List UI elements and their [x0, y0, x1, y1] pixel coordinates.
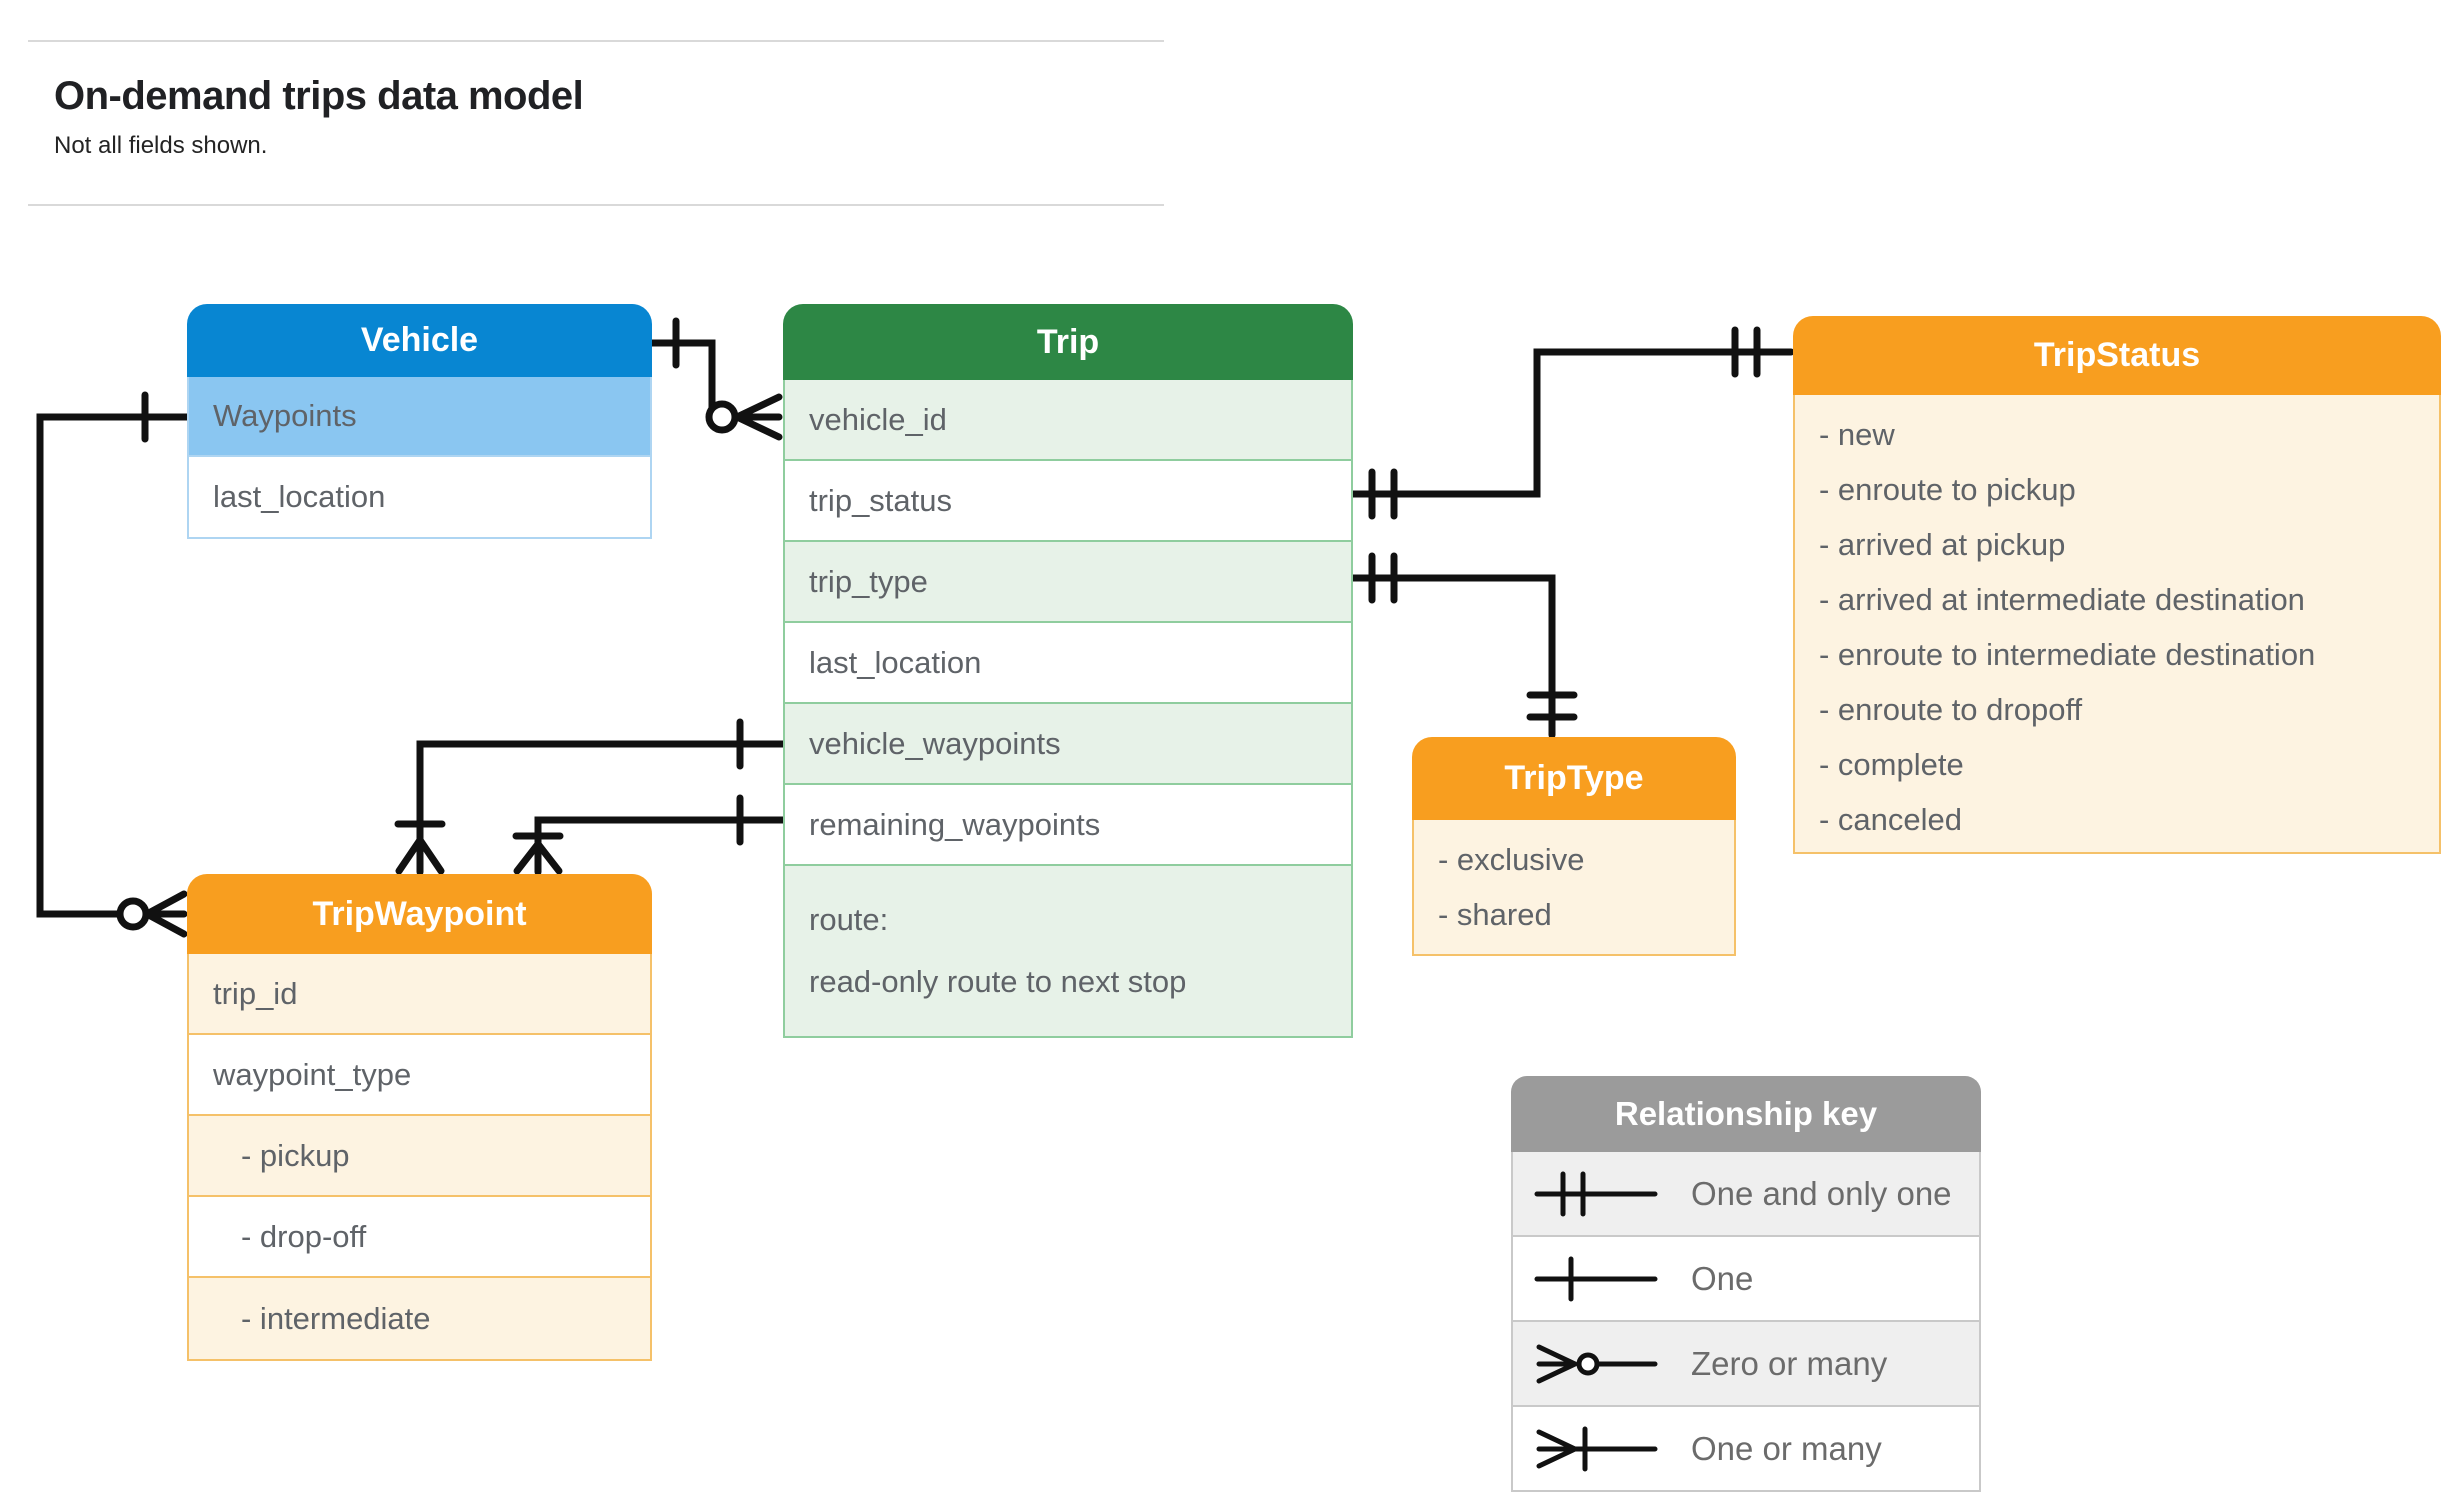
one-and-only-one-icon — [1534, 1171, 1658, 1216]
one-icon — [1534, 1256, 1658, 1301]
double-tick-icon — [1368, 468, 1398, 520]
legend-row: One or many — [1513, 1407, 1979, 1490]
list-item: - exclusive — [1438, 842, 1585, 877]
double-tick-icon — [1368, 552, 1398, 604]
crow-foot-icon — [733, 393, 783, 441]
route-label: route: — [809, 902, 889, 937]
top-divider — [28, 40, 1164, 42]
table-row: last_location — [189, 457, 650, 537]
connector-remaining-waypoints-to-tripwaypoint — [512, 794, 787, 876]
page-title: On-demand trips data model — [54, 74, 584, 118]
tripstatus-table: TripStatus - new - enroute to pickup - a… — [1793, 316, 2441, 854]
connector-trip-type-to-triptype — [1349, 552, 1578, 739]
crow-foot-icon — [513, 840, 563, 875]
connector-vehicle-waypoints-to-tripwaypoint — [36, 391, 191, 938]
legend-label: One — [1691, 1259, 1754, 1297]
table-row: - drop-off — [189, 1197, 650, 1278]
zero-circle-icon — [705, 400, 739, 434]
table-row: last_location — [785, 623, 1351, 704]
list-item: - arrived at pickup — [1819, 527, 2066, 562]
table-row: vehicle_waypoints — [785, 704, 1351, 785]
legend-label: Zero or many — [1691, 1344, 1888, 1382]
table-row: - intermediate — [189, 1278, 650, 1359]
list-item: - enroute to dropoff — [1819, 692, 2083, 727]
connector-trip-status-to-tripstatus — [1349, 326, 1795, 520]
legend-label: One or many — [1691, 1429, 1882, 1467]
list-item: - canceled — [1819, 802, 1963, 837]
list-item: - enroute to intermediate destination — [1819, 637, 2316, 672]
tripstatus-table-body: - new - enroute to pickup - arrived at p… — [1793, 395, 2441, 854]
crow-foot-icon — [395, 836, 445, 875]
legend-label: One and only one — [1691, 1174, 1952, 1212]
table-row: remaining_waypoints — [785, 785, 1351, 866]
crow-foot-icon — [143, 890, 188, 938]
relationship-key-body: One and only one One Zero or many — [1511, 1152, 1981, 1492]
double-tick-icon — [1731, 326, 1761, 378]
bottom-divider — [28, 204, 1164, 206]
table-row: vehicle_id — [785, 380, 1351, 461]
route-description: read-only route to next stop — [809, 964, 1187, 999]
table-row: trip_type — [785, 542, 1351, 623]
table-row: - pickup — [189, 1116, 650, 1197]
zero-circle-icon — [116, 897, 150, 931]
one-or-many-icon — [1536, 1426, 1658, 1471]
page-subtitle: Not all fields shown. — [54, 132, 268, 159]
trip-table: Trip vehicle_id trip_status trip_type la… — [783, 304, 1353, 1038]
table-row: waypoint_type — [189, 1035, 650, 1116]
table-row: trip_id — [189, 954, 650, 1035]
legend-row: Zero or many — [1513, 1322, 1979, 1407]
connector-vehicle-waypoints-field-to-tripwaypoint — [394, 718, 787, 876]
trip-table-header: Trip — [783, 304, 1353, 380]
list-item: - complete — [1819, 747, 1964, 782]
connector-vehicle-to-trip-vehicle-id — [648, 317, 783, 441]
tripwaypoint-table: TripWaypoint trip_id waypoint_type - pic… — [187, 874, 652, 1361]
table-row: Waypoints — [189, 377, 650, 457]
list-item: - shared — [1438, 897, 1552, 932]
trip-table-body: vehicle_id trip_status trip_type last_lo… — [783, 380, 1353, 1038]
table-row: route: read-only route to next stop — [785, 866, 1351, 1036]
table-row: trip_status — [785, 461, 1351, 542]
tripwaypoint-table-body: trip_id waypoint_type - pickup - drop-of… — [187, 954, 652, 1361]
relationship-key: Relationship key One and only one One — [1511, 1076, 1981, 1492]
list-item: - enroute to pickup — [1819, 472, 2076, 507]
legend-row: One — [1513, 1237, 1979, 1322]
zero-or-many-icon — [1536, 1344, 1658, 1383]
legend-row: One and only one — [1513, 1152, 1979, 1237]
list-item: - arrived at intermediate destination — [1819, 582, 2305, 617]
tripstatus-table-header: TripStatus — [1793, 316, 2441, 395]
vehicle-table-body: Waypoints last_location — [187, 377, 652, 539]
triptype-table-header: TripType — [1412, 737, 1736, 820]
triptype-table-body: - exclusive - shared — [1412, 820, 1736, 956]
double-tick-icon — [1526, 691, 1578, 721]
relationship-key-header: Relationship key — [1511, 1076, 1981, 1152]
vehicle-table: Vehicle Waypoints last_location — [187, 304, 652, 539]
vehicle-table-header: Vehicle — [187, 304, 652, 377]
triptype-table: TripType - exclusive - shared — [1412, 737, 1736, 956]
list-item: - new — [1819, 417, 1895, 452]
tripwaypoint-table-header: TripWaypoint — [187, 874, 652, 954]
